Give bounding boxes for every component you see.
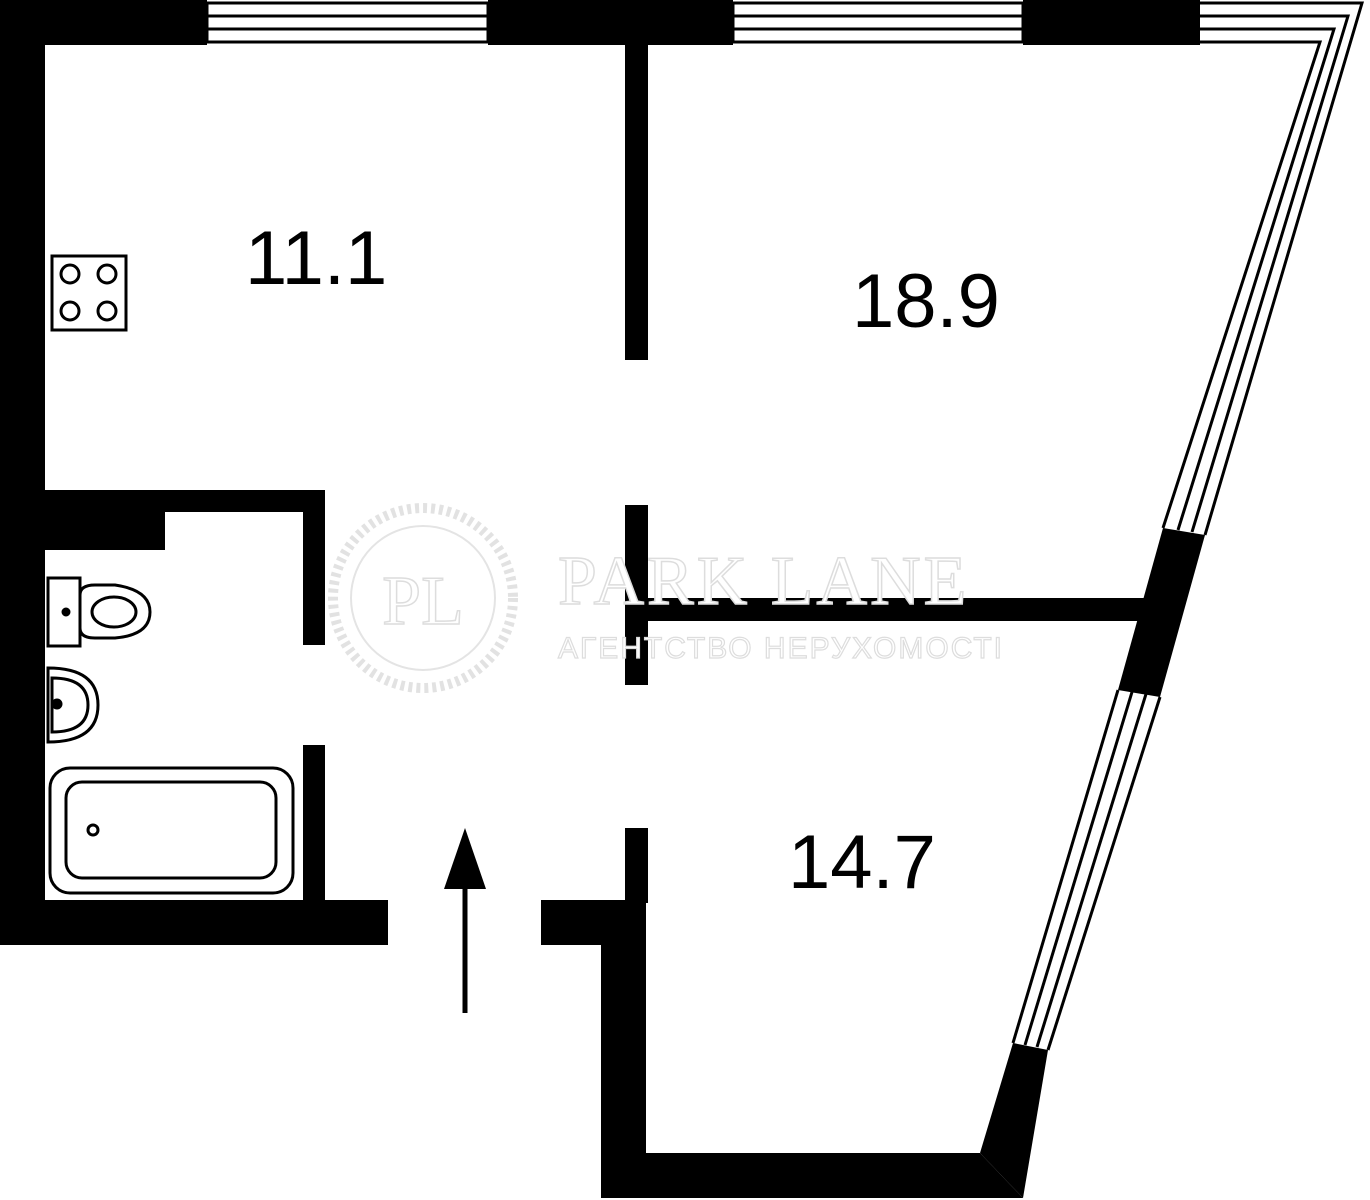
wall-bedroom-bottom [601,1153,1023,1198]
window-top-left [205,1,490,44]
wall-partition-middle [625,505,648,685]
room-area-living-room: 18.9 [852,259,1000,344]
room-area-bedroom: 14.7 [788,820,936,905]
wall-diagonal-lower [980,1043,1048,1198]
toilet-icon [46,576,152,648]
wall-bathroom-notch [45,490,165,550]
wall-bathroom-right-lower [303,745,325,905]
wall-partition-lower [625,828,648,903]
bathtub-icon [48,766,295,895]
wall-top-right [1023,0,1200,45]
sink-icon [46,666,100,744]
wall-top-mid [488,0,733,45]
entrance-arrow-icon [444,828,486,1013]
wall-diagonal-mid [1118,528,1205,697]
stove-icon [50,254,128,332]
interior-walls [45,42,1146,905]
watermark-logo-ring [328,503,518,693]
windows [205,1,1365,1051]
window-corner [1161,1,1365,536]
watermark-logo-text: PL [382,563,464,640]
room-area-kitchen: 11.1 [245,216,387,301]
window-top-mid [731,1,1025,44]
wall-bathroom-right-upper [303,490,325,645]
watermark-subtitle: АГЕНТСТВО НЕРУХОМОСТІ [558,632,1004,665]
wall-left [0,0,45,945]
outer-walls [0,0,1205,1198]
watermark-logo-circle [350,525,496,671]
wall-living-bedroom [646,598,1146,621]
window-diagonal-lower [1011,689,1162,1051]
wall-partition-upper [625,42,648,360]
watermark: PL PARK LANE АГЕНТСТВО НЕРУХОМОСТІ [328,503,1004,693]
wall-bottom-left [0,900,388,945]
wall-bedroom-left [601,900,646,1198]
watermark-title: PARK LANE [558,543,969,620]
